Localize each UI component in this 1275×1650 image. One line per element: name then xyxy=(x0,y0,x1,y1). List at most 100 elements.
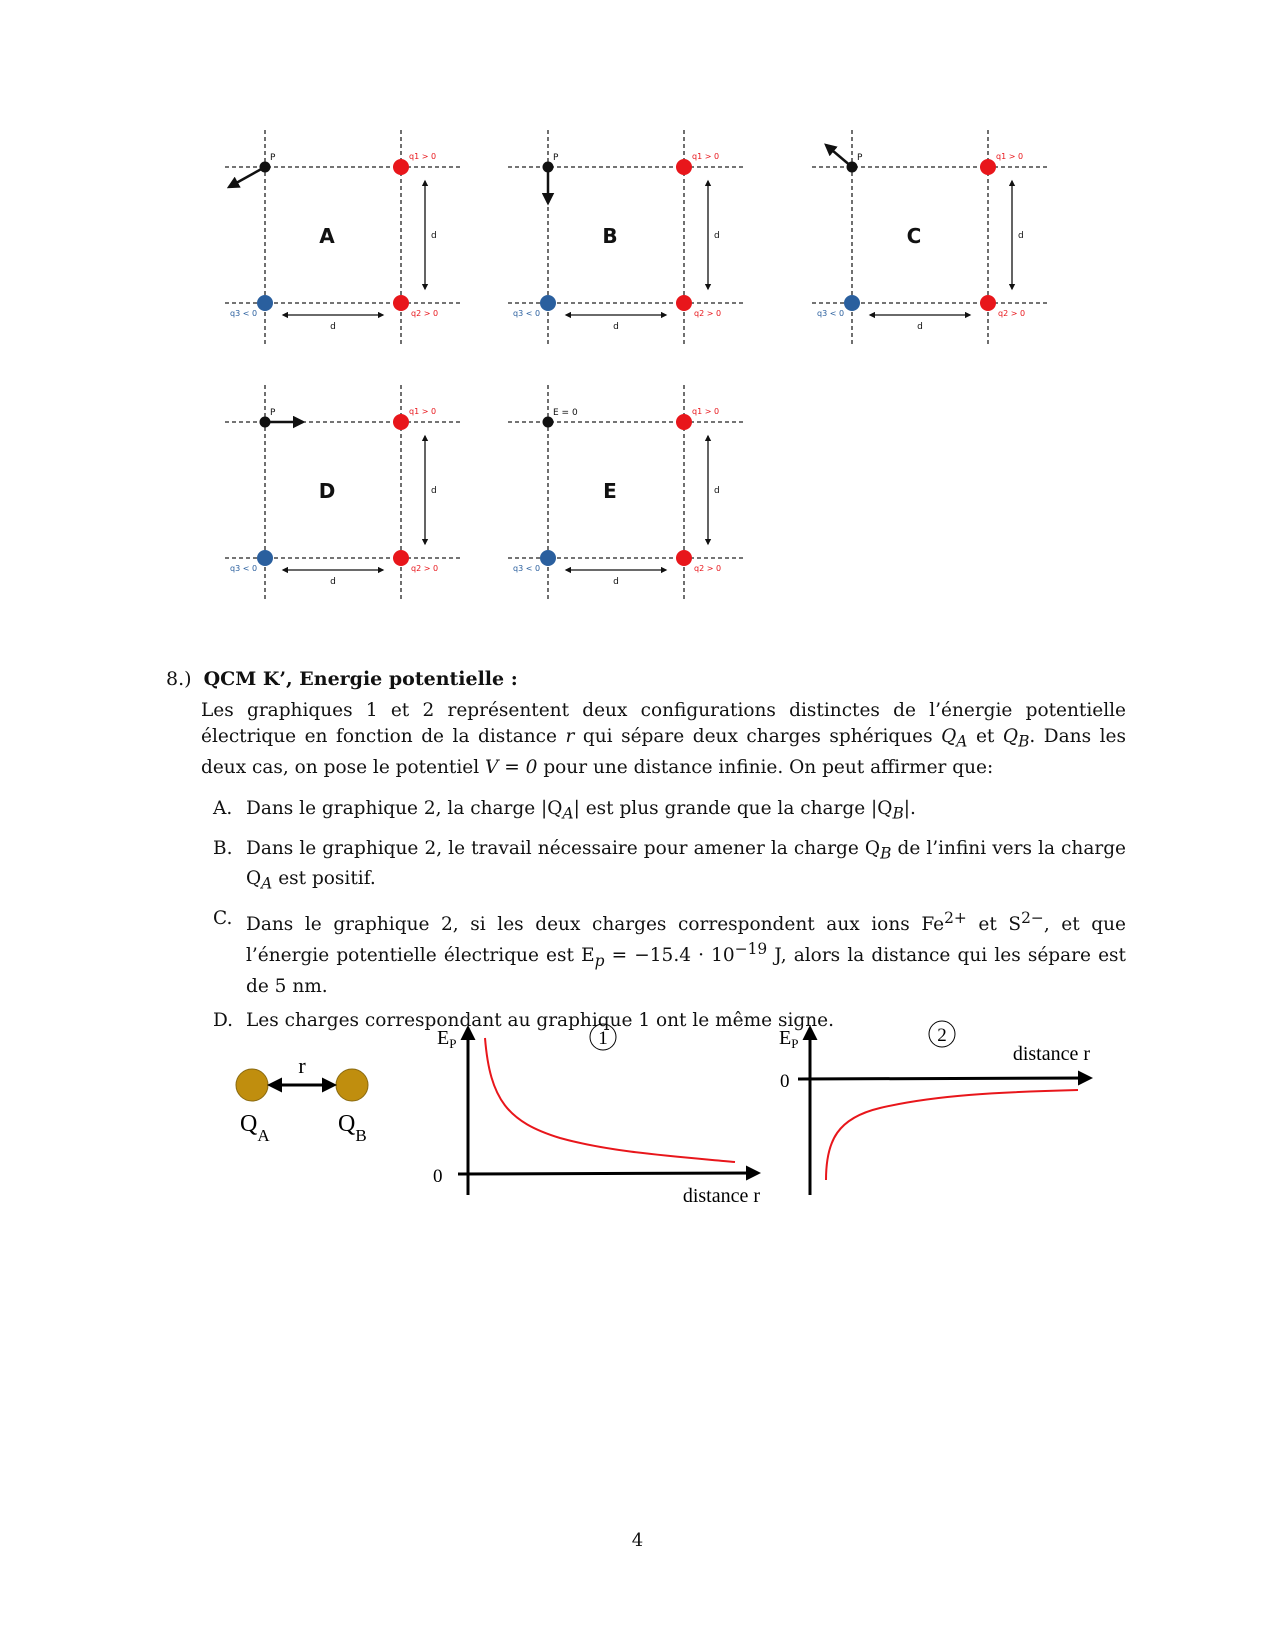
charge-q1 xyxy=(393,159,409,175)
graph2-x-label: distance r xyxy=(1013,1043,1091,1065)
charge-q3 xyxy=(257,550,273,566)
diagram-d: d d q1 > 0 q2 > 0 q3 < 0 P D xyxy=(225,385,460,600)
diagram-b: d d q1 > 0 q2 > 0 q3 < 0 P B xyxy=(508,130,743,345)
p-label: P xyxy=(553,153,559,163)
q1-label: q1 > 0 xyxy=(692,407,719,416)
graph-2: EP 0 distance r 2 xyxy=(779,1020,1093,1195)
q1-label: q1 > 0 xyxy=(692,152,719,161)
vertical-d-label: d xyxy=(431,231,437,241)
point-p xyxy=(542,416,554,428)
option-b[interactable]: B.Dans le graphique 2, le travail nécess… xyxy=(213,837,1126,894)
q3-label: q3 < 0 xyxy=(513,564,540,573)
graph2-number-circle xyxy=(928,1020,956,1048)
diagram-a: d d q1 > 0 q2 > 0 q3 < 0 P A xyxy=(225,130,460,345)
option-letter: C. xyxy=(213,908,233,930)
graph2-y-label: EP xyxy=(779,1027,798,1051)
diagram-letter: D xyxy=(319,479,336,503)
page-number: 4 xyxy=(631,1530,644,1551)
q1-label: q1 > 0 xyxy=(409,152,436,161)
option-letter: A. xyxy=(213,798,233,819)
option-a[interactable]: A.Dans le graphique 2, la charge |QA| es… xyxy=(213,798,916,823)
vertical-d-label: d xyxy=(714,231,720,241)
option-letter: D. xyxy=(213,1010,234,1032)
charge-q1 xyxy=(393,414,409,430)
graph2-zero: 0 xyxy=(780,1071,790,1092)
question-heading: 8.) QCM K’, Energie potentielle : xyxy=(166,668,518,690)
charge-q2 xyxy=(393,550,409,566)
q2-label: q2 > 0 xyxy=(694,309,721,318)
graph2-number: 2 xyxy=(937,1025,947,1046)
graph1-x-label: distance r xyxy=(683,1185,761,1207)
answer-options: A.Dans le graphique 2, la charge |QA| es… xyxy=(213,796,1126,1042)
horizontal-d-label: d xyxy=(917,322,923,332)
charge-q2 xyxy=(980,295,996,311)
intro-var-qa: Q xyxy=(941,726,957,747)
diagram-c: d d q1 > 0 q2 > 0 q3 < 0 P C xyxy=(812,130,1047,345)
horizontal-d-label: d xyxy=(613,322,619,332)
graph1-number: 1 xyxy=(598,1028,608,1049)
p-label: P xyxy=(270,153,276,163)
question-number: 8.) xyxy=(166,668,192,690)
intro-text-5: pour une distance infinie. On peut affir… xyxy=(537,756,994,778)
charge-q2 xyxy=(393,295,409,311)
r-label: r xyxy=(298,1055,306,1078)
diagram-letter: C xyxy=(907,224,922,248)
intro-text-1: Les graphiques 1 et 2 représentent deux … xyxy=(201,700,1126,747)
charge-q1 xyxy=(676,414,692,430)
q3-label: q3 < 0 xyxy=(230,564,257,573)
graph-1: EP 0 distance r 1 xyxy=(433,1023,761,1207)
charge-q1 xyxy=(980,159,996,175)
charge-q3 xyxy=(540,550,556,566)
p-label: P xyxy=(857,153,863,163)
intro-var-qb: Q xyxy=(1002,726,1019,747)
intro-var-r: r xyxy=(565,726,575,747)
q1-label: q1 > 0 xyxy=(996,152,1023,161)
vertical-d-label: d xyxy=(1018,231,1024,241)
q3-label: q3 < 0 xyxy=(513,309,540,318)
option-d[interactable]: D.Les charges correspondant au graphique… xyxy=(213,1010,834,1032)
horizontal-d-label: d xyxy=(613,577,619,587)
diagram-letter: A xyxy=(319,224,335,248)
field-vector-arrow xyxy=(824,143,853,168)
graph1-y-label: EP xyxy=(437,1027,456,1051)
qb-label: QB xyxy=(338,1111,367,1145)
question-intro: Les graphiques 1 et 2 représentent deux … xyxy=(201,698,1126,781)
q1-label: q1 > 0 xyxy=(409,407,436,416)
vertical-d-label: d xyxy=(714,486,720,496)
q2-label: q2 > 0 xyxy=(411,309,438,318)
diagram-letter: B xyxy=(602,224,617,248)
spheres-illustration: r QA QB xyxy=(235,1055,369,1145)
horizontal-d-label: d xyxy=(330,322,336,332)
option-letter: B. xyxy=(213,837,233,859)
option-c[interactable]: C.Dans le graphique 2, si les deux charg… xyxy=(213,908,1126,998)
q2-label: q2 > 0 xyxy=(998,309,1025,318)
graph1-curve xyxy=(484,1037,736,1163)
intro-var-qb-sub: B xyxy=(1018,732,1030,751)
charge-q1 xyxy=(676,159,692,175)
q3-label: q3 < 0 xyxy=(230,309,257,318)
graph2-curve xyxy=(825,1089,1079,1181)
q2-label: q2 > 0 xyxy=(694,564,721,573)
p-label: E = 0 xyxy=(553,408,578,418)
diagram-letter: E xyxy=(603,479,617,503)
question-title: QCM K’, Energie potentielle : xyxy=(203,668,518,690)
graph1-x-axis xyxy=(457,1165,761,1181)
q3-label: q3 < 0 xyxy=(817,309,844,318)
charge-q3 xyxy=(844,295,860,311)
charge-q2 xyxy=(676,550,692,566)
charge-q2 xyxy=(676,295,692,311)
graph1-number-circle xyxy=(589,1023,617,1051)
graph2-x-axis xyxy=(797,1070,1093,1086)
diagram-e: d d q1 > 0 q2 > 0 q3 < 0 E = 0 E xyxy=(508,385,743,600)
charge-q3 xyxy=(257,295,273,311)
q2-label: q2 > 0 xyxy=(411,564,438,573)
horizontal-d-label: d xyxy=(330,577,336,587)
qa-label: QA xyxy=(240,1111,270,1145)
intro-var-qa-sub: A xyxy=(956,732,968,751)
graph1-zero: 0 xyxy=(433,1166,443,1187)
p-label: P xyxy=(270,408,276,418)
intro-var-v: V = 0 xyxy=(485,756,538,778)
intro-text-2: qui sépare deux charges sphériques xyxy=(574,726,942,747)
sphere-qa xyxy=(235,1068,269,1102)
vertical-d-label: d xyxy=(431,486,437,496)
